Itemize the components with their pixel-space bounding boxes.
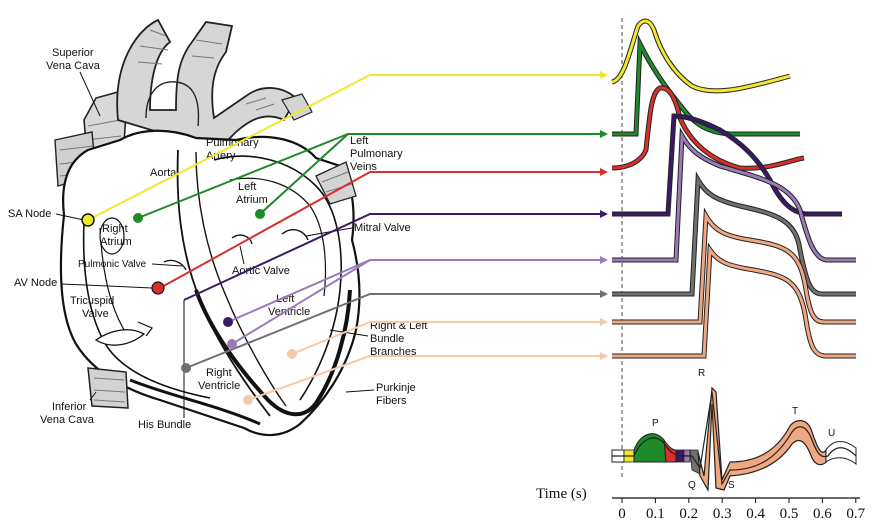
label-right-atrium: Right [102,223,128,235]
label-av-node: AV Node [14,277,57,289]
label-pulmonic-valve: Pulmonic Valve [78,259,147,270]
label-his-bundle: His Bundle [138,419,191,431]
label-superior-vena-cava: Superior [52,47,94,59]
ecg-label-s: S [728,480,735,491]
av-node-marker [152,282,164,294]
label-inferior-vena-cava-2: Vena Cava [40,414,95,426]
label-tricuspid-valve-2: Valve [82,308,109,320]
left-atrium-marker [255,209,265,219]
ecg-label-q: Q [688,480,696,491]
sa-node-marker [82,214,94,226]
label-tricuspid-valve: Tricuspid [70,295,114,307]
time-axis-tick-label: 0.1 [646,506,665,522]
label-left-pulmonary-veins: Left [350,135,368,147]
ecg-trace: P Q R S T U [612,368,856,491]
his-bundle-marker [223,317,233,327]
right-ventricle-marker [287,349,297,359]
label-bundle-branches-2: Bundle [370,333,404,345]
time-axis-tick-label: 0.3 [713,506,732,522]
right-atrium-marker [133,213,143,223]
time-axis-ticks: 0 0.1 0.2 0.3 0.4 0.5 0.6 0.7 [618,498,865,522]
action-potentials [612,18,856,478]
left-ventricle-marker [243,395,253,405]
label-right-ventricle: Right [206,367,232,379]
time-axis-tick-label: 0 [618,506,626,522]
label-sa-node: SA Node [8,208,51,220]
ecg-label-t: T [792,406,798,417]
label-superior-vena-cava-2: Vena Cava [46,60,101,72]
ecg-label-r: R [698,368,705,379]
time-axis-tick-label: 0.6 [813,506,832,522]
time-axis-tick-label: 0.2 [679,506,698,522]
label-left-ventricle-2: Ventricle [268,306,310,318]
ecg-label-p: P [652,418,659,429]
label-left-pulmonary-veins-2: Pulmonary [350,148,403,160]
ap-bundle-branches [612,136,856,260]
label-right-atrium-2: Atrium [100,236,132,248]
label-inferior-vena-cava: Inferior [52,401,87,413]
purkinje-marker [181,363,191,373]
time-axis-tick-label: 0.4 [746,506,765,522]
time-axis-title: Time (s) [536,486,587,502]
label-pulmonary-artery: Pulmonary [206,137,259,149]
label-mitral-valve: Mitral Valve [354,222,411,234]
time-axis-tick-label: 0.5 [780,506,799,522]
label-aortic-valve: Aortic Valve [232,265,290,277]
bundle-branch-marker [227,339,237,349]
time-axis: Time (s) 0 0.1 0.2 0.3 0.4 0.5 0.6 0.7 [536,486,866,522]
label-left-atrium-2: Atrium [236,194,268,206]
label-purkinje-fibers: Purkinje [376,382,416,394]
label-right-ventricle-2: Ventricle [198,380,240,392]
label-purkinje-fibers-2: Fibers [376,395,407,407]
label-left-atrium: Left [238,181,256,193]
ap-ventricle-1 [612,216,856,322]
ecg-label-u: U [828,428,835,439]
time-axis-tick-label: 0.7 [846,506,865,522]
